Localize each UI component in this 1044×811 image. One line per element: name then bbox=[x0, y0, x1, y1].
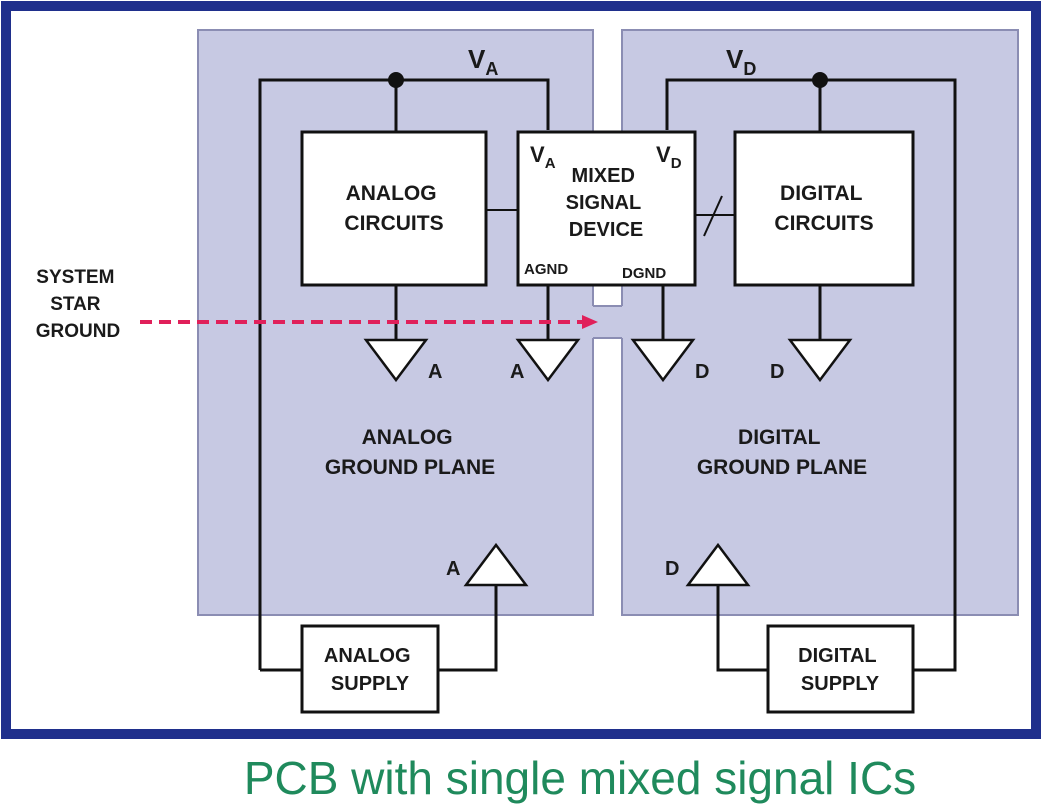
diagram-caption: PCB with single mixed signal ICs bbox=[244, 752, 916, 804]
ground-symbol-analog-supply bbox=[463, 542, 529, 587]
bus-slash bbox=[703, 195, 723, 237]
ground-symbol-agnd bbox=[515, 338, 581, 383]
analog-ground-plane-label: ANALOG GROUND PLANE bbox=[325, 426, 495, 479]
system-star-ground-label: SYSTEM STAR GROUND bbox=[36, 267, 120, 342]
va-top-label: VA bbox=[468, 44, 498, 79]
vd-junction-dot bbox=[812, 72, 828, 88]
va-pin-label: VA bbox=[530, 142, 556, 172]
analog-supply-box bbox=[300, 624, 440, 714]
ground-label-a-supply: A bbox=[446, 558, 460, 580]
agnd-pin-label: AGND bbox=[524, 261, 568, 278]
ground-label-a-1: A bbox=[428, 361, 442, 383]
vd-rail bbox=[665, 78, 957, 672]
ground-label-d-supply: D bbox=[665, 558, 679, 580]
analog-supply-right-wire bbox=[438, 580, 498, 672]
mixed-signal-device-label: MIXED SIGNAL DEVICE bbox=[566, 165, 647, 241]
digital-ground-plane-label: DIGITAL GROUND PLANE bbox=[697, 426, 867, 479]
digital-supply-box bbox=[766, 624, 915, 714]
vd-pin-label: VD bbox=[656, 142, 682, 172]
ground-symbol-digital-circuits bbox=[787, 338, 853, 383]
mixed-signal-device-box bbox=[516, 130, 697, 287]
ground-symbol-dgnd bbox=[630, 338, 696, 383]
ground-symbol-analog-circuits bbox=[363, 338, 429, 383]
digital-circuits-label: DIGITAL CIRCUITS bbox=[774, 182, 873, 235]
ground-label-d-2: D bbox=[770, 361, 784, 383]
ground-label-a-2: A bbox=[510, 361, 524, 383]
digital-supply-label: DIGITAL SUPPLY bbox=[798, 645, 882, 695]
ground-label-d-1: D bbox=[695, 361, 709, 383]
analog-circuits-box bbox=[300, 130, 488, 287]
digital-circuits-box bbox=[733, 130, 915, 287]
analog-supply-label: ANALOG SUPPLY bbox=[324, 645, 416, 695]
ground-symbol-digital-supply bbox=[685, 542, 751, 587]
va-junction-dot bbox=[388, 72, 404, 88]
dgnd-pin-label: DGND bbox=[622, 265, 666, 282]
vd-top-label: VD bbox=[726, 44, 756, 79]
digital-supply-left-wire bbox=[716, 580, 768, 672]
analog-circuits-label: ANALOG CIRCUITS bbox=[344, 182, 443, 235]
star-ground-arrowhead bbox=[582, 315, 598, 329]
